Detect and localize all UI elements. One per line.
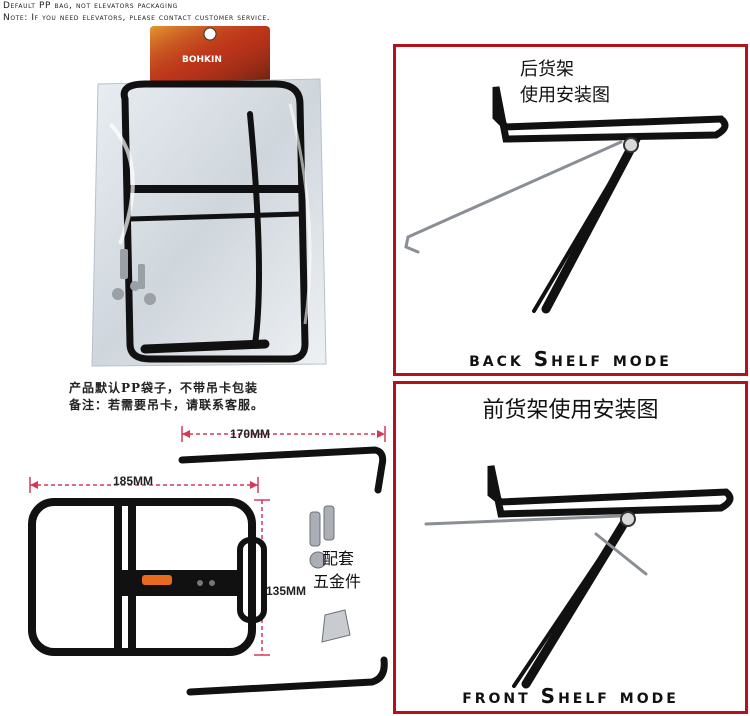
back-shelf-mode-label: back Shelf mode [469,347,672,371]
lower-mounting-arm [186,656,388,696]
front-panel-title: 前货架使用安装图 [482,398,659,423]
header-note-line1: Default PP bag, not elevators packaging [3,1,178,11]
rack-center-bar [120,570,242,596]
upper-mounting-arm [178,446,387,494]
hardware-label-line2: 五金件 [313,572,362,591]
package-header-card: BOHKIN [150,26,270,86]
rack-dimensions-diagram [28,426,388,696]
header-note-line2: Note: If you need elevators, please cont… [3,13,271,23]
front-shelf-rack-illustration [424,465,734,689]
back-panel-title-line1: 后货架 [520,59,574,80]
hardware-in-bag [112,249,156,305]
rack-in-bag [120,80,309,363]
front-shelf-panel: 前货架使用安装图 front Shelf mode [393,381,748,714]
hardware-kit [309,505,351,643]
package-note-line1: 产品默认PP袋子，不带吊卡包装 [69,381,259,395]
package-note-line2: 备注：若需要吊卡，请联系客服。 [69,398,265,412]
back-panel-title-line2: 使用安装图 [520,85,610,106]
width-dimension [29,477,259,493]
back-shelf-panel: 后货架 使用安装图 back Shelf mode [393,44,748,376]
back-shelf-rack-illustration [404,86,729,314]
width-label: 185MM [113,474,154,488]
hardware-label-line1: 配套 [322,549,355,568]
rack-brand-badge [142,575,172,585]
arm-length-dimension [181,426,386,442]
height-label: 135MM [266,584,307,598]
arm-length-label: 170MM [230,427,271,441]
package-brand: BOHKIN [182,55,222,65]
packaged-rack-photo: BOHKIN [91,26,327,367]
front-shelf-mode-label: front Shelf mode [462,684,679,708]
